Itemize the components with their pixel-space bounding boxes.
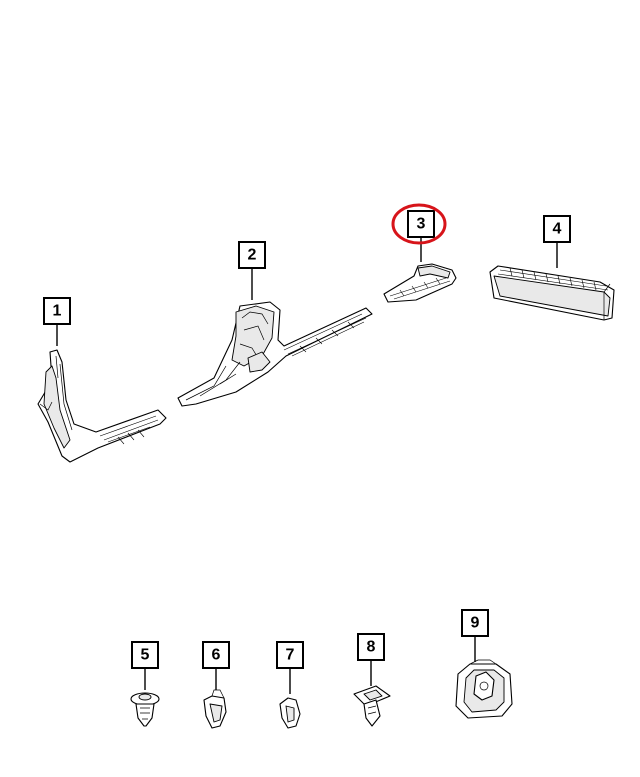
callout-1[interactable]: 1: [43, 297, 71, 325]
part-6-clip[interactable]: [203, 689, 227, 729]
callout-2-label: 2: [248, 247, 257, 264]
callout-4[interactable]: 4: [543, 215, 571, 243]
part-9-mounting-pad[interactable]: [455, 659, 513, 719]
callout-8[interactable]: 8: [357, 633, 385, 661]
callout-5-label: 5: [141, 647, 150, 664]
part-7-clip[interactable]: [279, 697, 301, 729]
callout-3-label: 3: [417, 216, 426, 233]
callout-4-label: 4: [553, 221, 562, 238]
callout-6[interactable]: 6: [202, 641, 230, 669]
part-5-push-pin-retainer[interactable]: [130, 692, 160, 727]
part-1-a-pillar-scuff-trim[interactable]: [37, 349, 167, 463]
callout-9-label: 9: [471, 615, 480, 632]
callout-6-label: 6: [212, 647, 221, 664]
callout-5[interactable]: 5: [131, 641, 159, 669]
callout-3[interactable]: 3: [407, 210, 435, 238]
callout-7[interactable]: 7: [276, 641, 304, 669]
highlight-circle-callout-3: [391, 203, 447, 245]
part-4-rear-scuff-plate[interactable]: [489, 265, 615, 321]
part-8-nut-clip[interactable]: [353, 685, 391, 727]
callout-7-label: 7: [286, 647, 295, 664]
part-3-rear-sill-scuff-trim[interactable]: [383, 263, 457, 303]
callout-1-label: 1: [53, 303, 62, 320]
part-2-b-pillar-sill-trim[interactable]: [177, 301, 373, 407]
callout-9[interactable]: 9: [461, 609, 489, 637]
callout-8-label: 8: [367, 639, 376, 656]
callout-2[interactable]: 2: [238, 241, 266, 269]
